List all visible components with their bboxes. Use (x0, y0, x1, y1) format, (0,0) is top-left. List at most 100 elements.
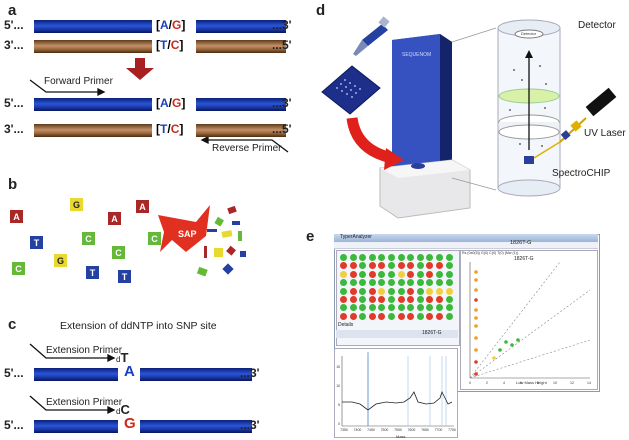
plate-well[interactable] (378, 270, 386, 278)
plate-well[interactable] (368, 296, 376, 303)
plate-well[interactable] (445, 287, 453, 295)
plate-well[interactable] (436, 270, 443, 278)
plate-well[interactable] (445, 296, 453, 303)
nucleotide-tile: A (108, 212, 121, 225)
plate-well[interactable] (445, 279, 453, 287)
plate-well[interactable] (340, 312, 347, 320)
plate-well[interactable] (349, 312, 357, 320)
plate-well[interactable] (349, 270, 357, 278)
plate-well[interactable] (407, 254, 415, 261)
plate-well[interactable] (388, 304, 395, 312)
plate-well[interactable] (349, 254, 357, 261)
plate-well[interactable] (426, 304, 434, 312)
plate-well[interactable] (407, 304, 415, 312)
plate-well[interactable] (397, 312, 405, 320)
plate-well[interactable] (388, 279, 395, 287)
plate-well[interactable] (368, 279, 376, 287)
plate-well[interactable] (445, 312, 453, 320)
plate-well[interactable] (349, 296, 357, 303)
plate-well[interactable] (368, 312, 376, 320)
plate-well[interactable] (378, 262, 386, 270)
plate-well[interactable] (416, 304, 424, 312)
plate-well[interactable] (436, 296, 443, 303)
plate-well[interactable] (407, 312, 415, 320)
plate-well[interactable] (349, 262, 357, 270)
plate-well[interactable] (388, 262, 395, 270)
plate-well[interactable] (359, 312, 367, 320)
plate-well[interactable] (445, 270, 453, 278)
plate-well[interactable] (359, 279, 367, 287)
plate-well[interactable] (378, 287, 386, 295)
plate-well[interactable] (436, 254, 443, 261)
plate-well[interactable] (349, 287, 357, 295)
plate-well[interactable] (426, 254, 434, 261)
plate-well[interactable] (397, 304, 405, 312)
plate-well[interactable] (359, 287, 367, 295)
plate-well[interactable] (378, 296, 386, 303)
plate-well[interactable] (388, 254, 395, 261)
plate-well[interactable] (416, 312, 424, 320)
plate-well[interactable] (407, 270, 415, 278)
nucleotide-tile: C (82, 232, 95, 245)
plate-well[interactable] (359, 270, 367, 278)
plate-well[interactable] (340, 254, 347, 261)
plate-well[interactable] (407, 262, 415, 270)
plate-well[interactable] (416, 262, 424, 270)
plate-well[interactable] (340, 287, 347, 295)
plate-well[interactable] (368, 287, 376, 295)
plate-well[interactable] (426, 270, 434, 278)
plate-well[interactable] (378, 312, 386, 320)
plate-well[interactable] (368, 262, 376, 270)
plate-well[interactable] (445, 304, 453, 312)
plate-well[interactable] (407, 287, 415, 295)
plate-well[interactable] (340, 262, 347, 270)
plate-well[interactable] (436, 312, 443, 320)
plate-well[interactable] (436, 279, 443, 287)
plate-well[interactable] (388, 296, 395, 303)
plate-well[interactable] (359, 296, 367, 303)
plate-well[interactable] (378, 254, 386, 261)
plate-well[interactable] (436, 262, 443, 270)
plate-well[interactable] (397, 270, 405, 278)
plate-well[interactable] (407, 279, 415, 287)
plate-well[interactable] (416, 279, 424, 287)
plate-well[interactable] (397, 254, 405, 261)
plate-well[interactable] (397, 262, 405, 270)
plate-well[interactable] (426, 279, 434, 287)
plate-well[interactable] (397, 279, 405, 287)
plate-well[interactable] (436, 287, 443, 295)
plate-well[interactable] (388, 270, 395, 278)
plate-well[interactable] (445, 262, 453, 270)
plate-well[interactable] (426, 262, 434, 270)
plate-well[interactable] (397, 287, 405, 295)
plate-well[interactable] (368, 304, 376, 312)
plate-well[interactable] (359, 262, 367, 270)
plate-well[interactable] (436, 304, 443, 312)
plate-well[interactable] (340, 296, 347, 303)
plate-well[interactable] (378, 279, 386, 287)
plate-well[interactable] (349, 279, 357, 287)
plate-well[interactable] (416, 254, 424, 261)
plate-well[interactable] (388, 312, 395, 320)
plate-well[interactable] (426, 287, 434, 295)
plate-well[interactable] (397, 296, 405, 303)
plate-well[interactable] (445, 254, 453, 261)
nucleotide-tile: T (118, 270, 131, 283)
plate-well[interactable] (359, 254, 367, 261)
plate-well[interactable] (340, 279, 347, 287)
plate-well[interactable] (378, 304, 386, 312)
plate-well[interactable] (349, 304, 357, 312)
plate-well[interactable] (407, 296, 415, 303)
plate-well[interactable] (368, 254, 376, 261)
plate-well[interactable] (359, 304, 367, 312)
plate-well[interactable] (340, 304, 347, 312)
details-tab[interactable]: Details (338, 322, 354, 328)
plate-well[interactable] (416, 287, 424, 295)
plate-well[interactable] (340, 270, 347, 278)
plate-well[interactable] (388, 287, 395, 295)
plate-well[interactable] (368, 270, 376, 278)
plate-well[interactable] (416, 270, 424, 278)
plate-well[interactable] (416, 296, 424, 303)
plate-well[interactable] (426, 296, 434, 303)
plate-well[interactable] (426, 312, 434, 320)
